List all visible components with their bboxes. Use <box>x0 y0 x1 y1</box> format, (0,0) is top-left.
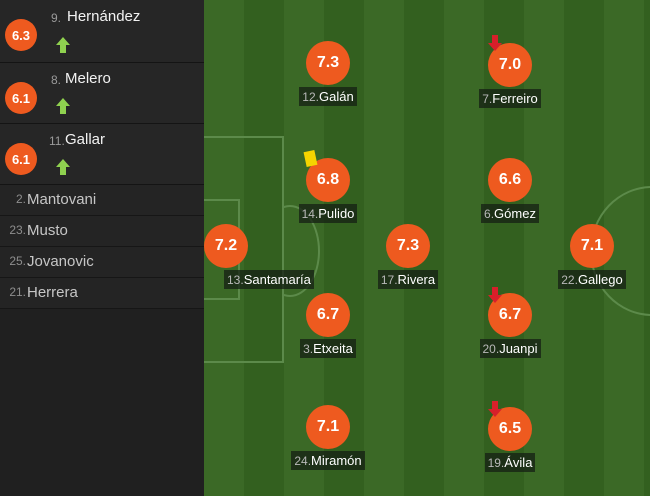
player-number: 25. <box>9 254 26 268</box>
player-number: 23. <box>9 223 26 237</box>
player-card[interactable]: 7.1 22.Gallego <box>532 224 650 304</box>
goal-area-line <box>204 298 240 300</box>
player-name: Juanpi <box>499 341 538 356</box>
arrow-up-icon <box>56 37 70 53</box>
player-number: 17. <box>380 273 398 287</box>
player-card[interactable]: 6.7 3.Etxeita <box>268 293 388 373</box>
arrow-down-icon <box>488 401 502 417</box>
pitch: 7.3 12.Galán 7.0 7.Ferreiro 6.8 14.Pulid… <box>204 0 650 496</box>
substitute-row[interactable]: 6.1 8. Melero <box>0 63 204 124</box>
player-number: 2. <box>15 192 26 206</box>
player-name: Ávila <box>504 455 533 470</box>
player-name: Ferreiro <box>492 91 538 106</box>
player-number: 11. <box>49 134 65 148</box>
bench-row[interactable]: 23. Musto <box>0 216 204 247</box>
player-number: 21. <box>9 285 26 299</box>
penalty-box-line <box>204 136 284 138</box>
bench-row[interactable]: 21. Herrera <box>0 278 204 309</box>
player-name: Mantovani <box>27 191 97 208</box>
player-name: Gómez <box>494 206 536 221</box>
bench-row[interactable]: 25. Jovanovic <box>0 247 204 278</box>
player-name: Rivera <box>397 272 436 287</box>
player-number: 19. <box>487 456 505 470</box>
arrow-down-icon <box>488 287 502 303</box>
arrow-up-icon <box>56 159 70 175</box>
player-number: 6. <box>484 207 495 221</box>
player-number: 22. <box>561 273 578 287</box>
player-name: Herrera <box>27 284 78 301</box>
player-card[interactable]: 7.1 24.Miramón <box>268 405 388 485</box>
player-number: 20. <box>482 342 500 356</box>
yellow-card-icon <box>303 150 318 167</box>
player-name: Melero <box>65 70 111 87</box>
player-card[interactable]: 6.7 20.Juanpi <box>450 293 570 373</box>
player-number: 3. <box>303 342 314 356</box>
arrow-down-icon <box>488 35 502 51</box>
player-number: 8. <box>51 73 62 87</box>
player-name: Gallego <box>577 272 623 287</box>
player-card[interactable]: 7.3 17.Rivera <box>348 224 468 304</box>
rating-badge: 6.7 <box>306 293 350 337</box>
arrow-up-icon <box>56 98 70 114</box>
substitutes-panel: 6.3 9. Hernández 6.1 8. Melero 6.1 11. G… <box>0 0 204 496</box>
rating-badge: 6.1 <box>5 82 37 114</box>
player-name: Gallar <box>65 131 106 148</box>
penalty-box-line <box>204 361 284 363</box>
rating-badge: 6.8 <box>306 158 350 202</box>
player-card[interactable]: 7.3 12.Galán <box>268 41 388 121</box>
player-card[interactable]: 6.6 6.Gómez <box>450 158 570 238</box>
player-number: 7. <box>482 92 493 106</box>
substitute-row[interactable]: 6.1 11. Gallar <box>0 124 204 185</box>
player-card[interactable]: 6.8 14.Pulido <box>268 158 388 238</box>
player-name: Santamaría <box>243 272 311 287</box>
player-name: Pulido <box>318 206 355 221</box>
player-name: Musto <box>27 222 68 239</box>
player-number: 12. <box>302 90 319 104</box>
player-card[interactable]: 7.2 13.Santamaría <box>204 224 314 304</box>
player-card[interactable]: 7.0 7.Ferreiro <box>450 43 570 123</box>
rating-badge: 7.1 <box>570 224 614 268</box>
player-number: 14. <box>301 207 319 221</box>
player-name: Hernández <box>67 8 141 25</box>
player-number: 9. <box>51 11 62 25</box>
rating-badge: 7.3 <box>386 224 430 268</box>
goal-area-line <box>204 199 240 201</box>
rating-badge: 7.2 <box>204 224 248 268</box>
player-name: Etxeita <box>313 341 353 356</box>
player-card[interactable]: 6.5 19.Ávila <box>450 407 570 487</box>
player-number: 24. <box>294 454 312 468</box>
player-name: Galán <box>318 89 354 104</box>
player-name: Jovanovic <box>27 253 94 270</box>
rating-badge: 6.1 <box>5 143 37 175</box>
substitute-row[interactable]: 6.3 9. Hernández <box>0 0 204 63</box>
rating-badge: 6.6 <box>488 158 532 202</box>
rating-badge: 7.3 <box>306 41 350 85</box>
rating-badge: 6.3 <box>5 19 37 51</box>
rating-badge: 7.1 <box>306 405 350 449</box>
penalty-box-line <box>282 136 284 363</box>
player-number: 13. <box>227 273 244 287</box>
bench-row[interactable]: 2. Mantovani <box>0 185 204 216</box>
player-name: Miramón <box>311 453 362 468</box>
